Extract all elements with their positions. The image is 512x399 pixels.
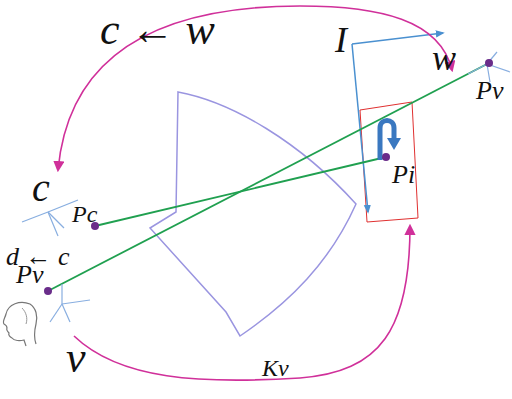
viewer-ear [22,308,27,324]
point [382,153,390,161]
surface-outline [150,92,356,336]
frame-v [50,284,90,322]
point-label: Pv [16,262,43,288]
transform-label: c ← w [100,8,215,52]
point [485,59,493,67]
image-axis [352,44,368,212]
point [44,287,52,295]
frame-label: w [432,40,456,76]
ray [48,63,489,291]
curl-arrow-head [387,138,401,150]
matrix-label: Kv [262,356,289,380]
image-label: I [335,22,347,58]
point-label: Pc [72,202,97,226]
frame-label: c [32,168,50,208]
projection-arrow [74,226,410,380]
point-label: Pv [476,78,503,104]
viewer-head [3,302,36,346]
frame-label: v [66,336,86,380]
point-label: Pi [392,162,415,188]
frame-c [22,200,78,236]
transform-arrow [58,6,452,170]
